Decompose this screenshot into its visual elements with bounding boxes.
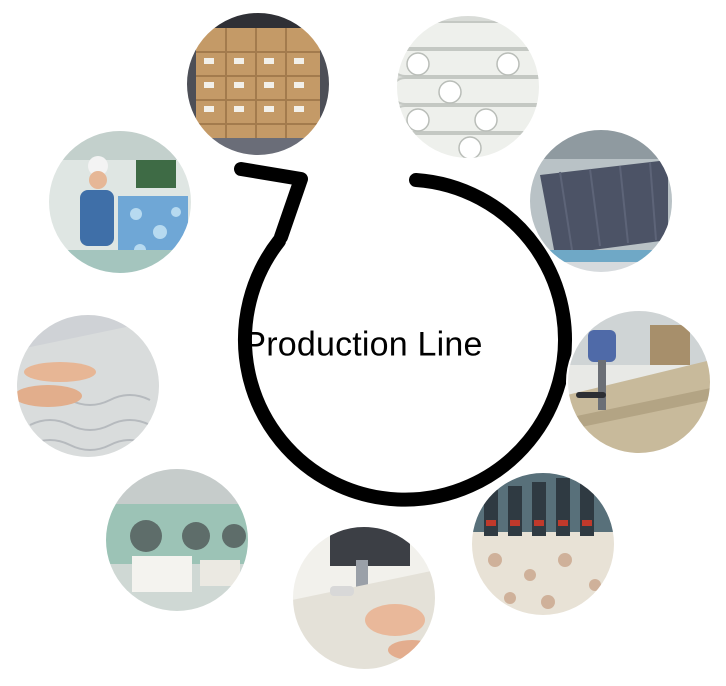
- diagram-title: Production Line: [243, 326, 482, 365]
- arrowhead-icon: [241, 169, 301, 237]
